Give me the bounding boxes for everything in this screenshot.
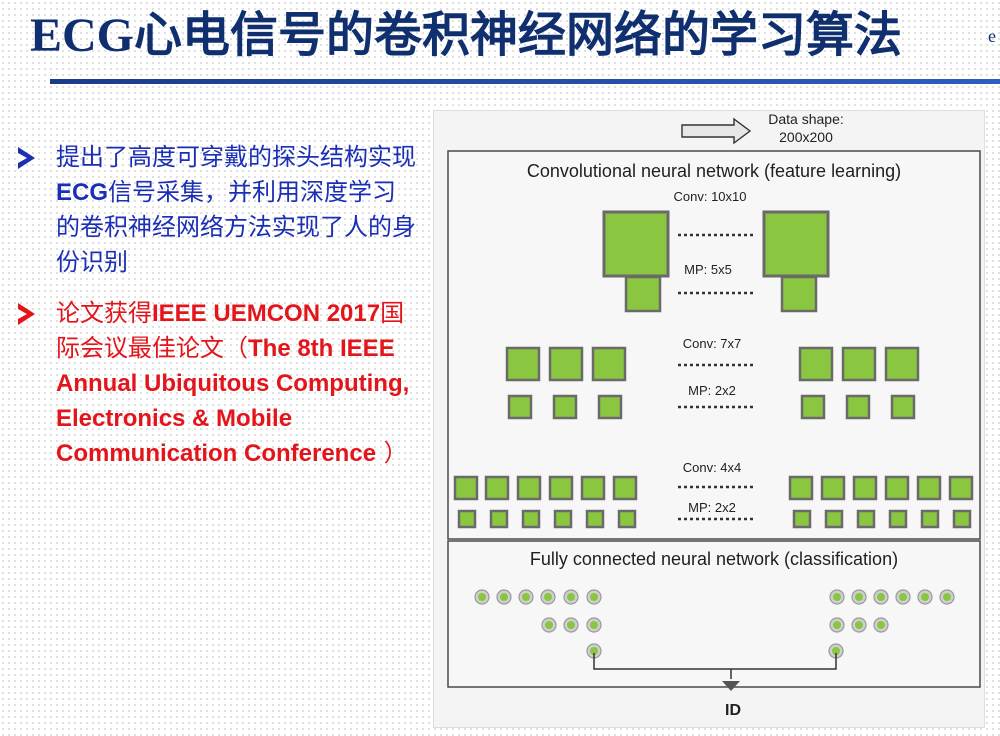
feature-map [591, 346, 627, 382]
feature-map [920, 509, 940, 529]
fc-box [447, 540, 981, 688]
feature-map [890, 394, 916, 420]
data-shape-value: 200x200 [779, 129, 833, 145]
neuron-core [855, 621, 863, 629]
output-label: ID [725, 702, 741, 719]
layer-label-mp-2x2-b: MP: 2x2 [688, 500, 736, 515]
neuron-core [590, 621, 598, 629]
feature-map [845, 394, 871, 420]
feature-map [952, 509, 972, 529]
feature-map [521, 509, 541, 529]
neuron-core [833, 593, 841, 601]
cnn-diagram: Data shape: 200x200 Convolutional neural… [447, 111, 981, 719]
feature-map [820, 475, 846, 501]
feature-map [852, 475, 878, 501]
slide-title: ECG心电信号的卷积神经网络的学习算法 [30, 9, 903, 62]
neuron-core [590, 647, 598, 655]
neuron-core [500, 593, 508, 601]
neuron-core [522, 593, 530, 601]
bullet-item-method: 提出了高度可穿戴的探头结构实现 ECG信号采集，并利用深度学习的卷积神经网络方法实… [18, 140, 418, 280]
input-arrow-icon [681, 117, 752, 145]
neuron-core [590, 593, 598, 601]
feature-map [457, 509, 477, 529]
neuron-core [899, 593, 907, 601]
cnn-architecture-figure: Data shape: 200x200 Convolutional neural… [433, 110, 985, 728]
bullet-method-part-1: 提出了高度可穿戴的探头结构实现 [56, 143, 416, 171]
feature-map [552, 394, 578, 420]
feature-map [792, 509, 812, 529]
feature-map [548, 475, 574, 501]
bullet-award-part-1: 论文获得 [56, 299, 152, 327]
neuron-core [478, 593, 486, 601]
layer-label-conv-4x4: Conv: 4x4 [683, 460, 742, 475]
output-arrow-icon [722, 681, 740, 691]
feature-map-layers [453, 210, 974, 529]
bullet-method-part-3: 信号采集，并利用深度学习的卷积神经网络方法实现了人的身份识别 [56, 178, 416, 276]
feature-map [617, 509, 637, 529]
feature-map [788, 475, 814, 501]
feature-map [507, 394, 533, 420]
neuron-core [833, 621, 841, 629]
feature-map [841, 346, 877, 382]
feature-map [888, 509, 908, 529]
bullet-text-award: 论文获得IEEE UEMCON 2017国际会议最佳论文（The 8th IEE… [56, 296, 418, 471]
feature-map [884, 475, 910, 501]
feature-map [612, 475, 638, 501]
feature-map [948, 475, 974, 501]
bullet-arrow-icon [18, 303, 35, 325]
feature-map [624, 275, 662, 313]
fc-box-title: Fully connected neural network (classifi… [530, 549, 898, 569]
feature-map [884, 346, 920, 382]
neuron-core [855, 593, 863, 601]
feature-map [800, 394, 826, 420]
neuron-core [567, 621, 575, 629]
bullet-list: 提出了高度可穿戴的探头结构实现 ECG信号采集，并利用深度学习的卷积神经网络方法实… [18, 140, 418, 487]
cnn-box [447, 150, 981, 540]
neuron-core [567, 593, 575, 601]
feature-map [916, 475, 942, 501]
data-shape-label: Data shape: [768, 111, 844, 127]
neuron-core [943, 593, 951, 601]
feature-map [580, 475, 606, 501]
neuron-core [545, 621, 553, 629]
layer-label-mp-5x5: MP: 5x5 [684, 262, 732, 277]
feature-map [597, 394, 623, 420]
layer-label-conv-10x10: Conv: 10x10 [674, 189, 747, 204]
feature-map [856, 509, 876, 529]
feature-map [602, 210, 670, 278]
feature-map [585, 509, 605, 529]
bullet-award-part-2: IEEE UEMCON 2017 [152, 300, 381, 327]
fc-neuron-layers [474, 589, 955, 659]
neuron-core [877, 621, 885, 629]
feature-map [553, 509, 573, 529]
feature-map [780, 275, 818, 313]
output-bracket [593, 653, 837, 679]
feature-map [824, 509, 844, 529]
neuron-core [921, 593, 929, 601]
feature-map [798, 346, 834, 382]
bullet-award-part-3: 国际会议最佳论文（ [56, 299, 405, 362]
feature-map [489, 509, 509, 529]
neuron-core [544, 593, 552, 601]
bullet-text-method: 提出了高度可穿戴的探头结构实现 ECG信号采集，并利用深度学习的卷积神经网络方法实… [56, 140, 418, 280]
bullet-item-award: 论文获得IEEE UEMCON 2017国际会议最佳论文（The 8th IEE… [18, 296, 418, 471]
neuron-core [832, 647, 840, 655]
feature-map [516, 475, 542, 501]
neuron-core [877, 593, 885, 601]
layer-label-conv-7x7: Conv: 7x7 [683, 336, 742, 351]
title-edge-glyph: e [988, 26, 996, 46]
bullet-award-part-4: The 8th IEEE Annual Ubiquitous Computing… [56, 335, 410, 467]
bullet-method-part-2: ECG [56, 179, 109, 206]
title-underline [50, 79, 1000, 84]
feature-map [484, 475, 510, 501]
cnn-box-title: Convolutional neural network (feature le… [527, 161, 901, 181]
feature-map [548, 346, 584, 382]
bullet-arrow-icon [18, 147, 35, 169]
feature-map [453, 475, 479, 501]
feature-map [762, 210, 830, 278]
layer-label-mp-2x2-a: MP: 2x2 [688, 383, 736, 398]
feature-map [505, 346, 541, 382]
bullet-award-part-5: ） [376, 439, 408, 467]
